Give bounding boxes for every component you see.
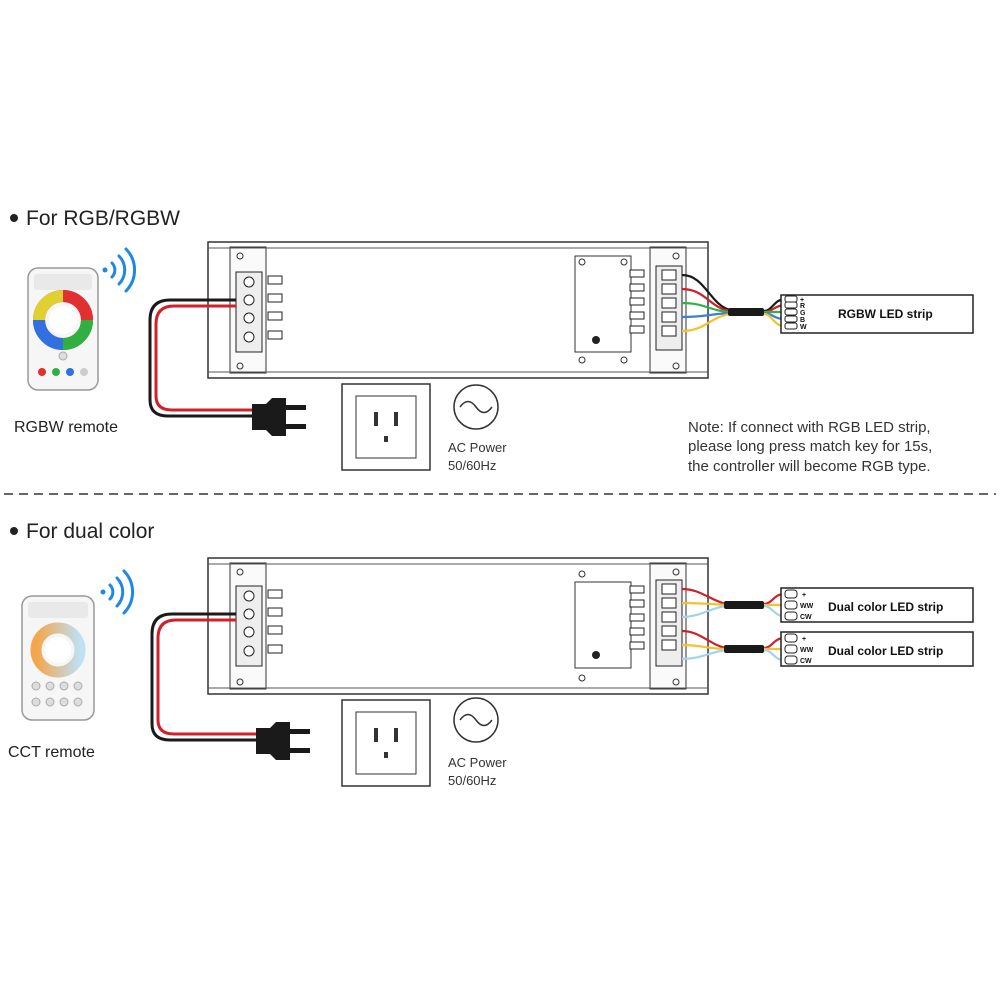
cct-remote bbox=[21, 569, 135, 721]
ac-frequency-label: 50/60Hz bbox=[448, 773, 496, 788]
note-line: the controller will become RGB type. bbox=[688, 458, 931, 475]
dual-color-led-strip-1: + WW CW Dual color LED strip bbox=[780, 587, 974, 623]
strip-pin-label: + bbox=[800, 297, 804, 304]
rgbw-remote bbox=[27, 247, 137, 391]
strip-label: RGBW LED strip bbox=[838, 307, 933, 321]
strip-pin-label: R bbox=[800, 303, 805, 310]
strip-pin-label: + bbox=[802, 636, 806, 643]
ac-power-label: AC Power bbox=[448, 755, 507, 770]
plug-icon bbox=[252, 398, 306, 436]
red-button-icon bbox=[38, 368, 46, 376]
input-terminal-block bbox=[235, 585, 283, 667]
cable-sheath bbox=[728, 308, 764, 316]
strip-label: Dual color LED strip bbox=[828, 600, 943, 614]
output-terminal-block bbox=[629, 265, 683, 351]
ac-frequency-label: 50/60Hz bbox=[448, 458, 496, 473]
cct-wheel-icon bbox=[30, 622, 86, 678]
bullet-icon bbox=[10, 214, 18, 222]
input-terminal-block bbox=[235, 271, 283, 353]
controller-dual bbox=[207, 557, 709, 695]
bullet-icon bbox=[10, 527, 18, 535]
ac-power-icon bbox=[453, 384, 499, 430]
strip-pin-label: G bbox=[800, 310, 806, 317]
note-line: please long press match key for 15s, bbox=[688, 438, 932, 455]
power-cable-rgbw bbox=[148, 298, 252, 418]
output-terminal-block bbox=[629, 579, 683, 667]
controller-rgbw bbox=[207, 241, 709, 379]
blue-button-icon bbox=[66, 368, 74, 376]
ac-power-label: AC Power bbox=[448, 440, 507, 455]
white-button-icon bbox=[80, 368, 88, 376]
wall-outlet-icon bbox=[341, 699, 431, 787]
wireless-signal-icon bbox=[100, 569, 135, 615]
strip-pin-label: B bbox=[800, 317, 805, 324]
section-dual: For dual color CCT remote bbox=[8, 520, 974, 788]
green-button-icon bbox=[52, 368, 60, 376]
strip-pin-label: WW bbox=[800, 603, 814, 610]
remote-label: RGBW remote bbox=[14, 419, 118, 436]
ac-power-icon bbox=[453, 697, 499, 743]
remote-label: CCT remote bbox=[8, 744, 95, 761]
plug-icon bbox=[256, 722, 310, 760]
wall-outlet-icon bbox=[341, 383, 431, 471]
wireless-signal-icon bbox=[102, 247, 137, 293]
strip-pin-label: CW bbox=[800, 658, 812, 665]
match-key-icon bbox=[592, 336, 600, 344]
section-heading: For dual color bbox=[26, 520, 154, 543]
section-rgbw: For RGB/RGBW RGBW remote bbox=[10, 207, 974, 475]
strip-pin-label: + bbox=[802, 592, 806, 599]
power-cable-dual bbox=[150, 612, 256, 742]
match-key-icon bbox=[592, 651, 600, 659]
strip-pin-label: W bbox=[800, 324, 807, 331]
cable-sheath bbox=[724, 645, 764, 653]
note-line: Note: If connect with RGB LED strip, bbox=[688, 419, 931, 436]
strip-label: Dual color LED strip bbox=[828, 644, 943, 658]
rgbw-led-strip: + R G B W RGBW LED strip bbox=[780, 294, 974, 334]
strip-pin-label: CW bbox=[800, 614, 812, 621]
strip-pin-label: WW bbox=[800, 647, 814, 654]
dual-color-led-strip-2: + WW CW Dual color LED strip bbox=[780, 631, 974, 667]
section-heading: For RGB/RGBW bbox=[26, 207, 180, 230]
cable-sheath bbox=[724, 601, 764, 609]
